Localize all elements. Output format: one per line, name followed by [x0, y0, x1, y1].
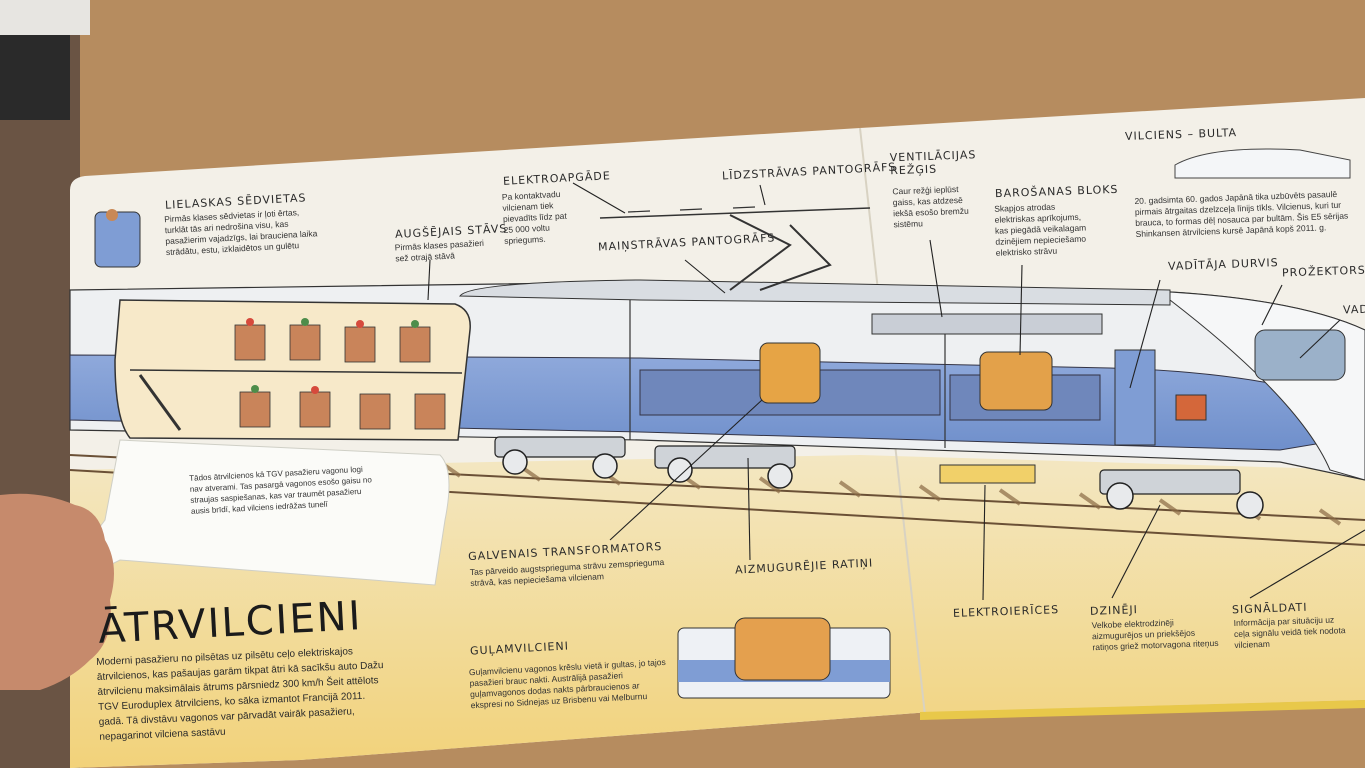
- seat-text: Pirmās klases sēdvietas ir ļoti ērtas, t…: [163, 207, 318, 258]
- engines-title: Dzinēji: [1089, 603, 1139, 618]
- sleeper-text: Guļamvilcienu vagonos krēslu vietā ir gu…: [468, 656, 666, 711]
- power-block-text: Skapjos atrodas elektriskas aprīkojums, …: [994, 201, 1087, 258]
- engines-text: Velkobe elektrodzinēji aizmugurējos un p…: [1091, 617, 1219, 653]
- signal-text: Informācija par situāciju uz ceļa signāl…: [1233, 614, 1346, 650]
- main-text: Moderni pasažieru no pilsētas uz pilsētu…: [96, 646, 384, 743]
- hand: [0, 493, 114, 690]
- bullet-train-illustration: [1174, 148, 1351, 179]
- double-deck-cutaway: [114, 299, 471, 441]
- power-text: Pa kontaktvadu vilcienam tiek pievadīts …: [501, 188, 567, 246]
- signal-title: Signāldati: [1231, 600, 1308, 617]
- vent-title: Ventilācijas režģis: [889, 148, 977, 178]
- bullet-text: 20. gadsimta 60. gados Japānā tika uzbūv…: [1134, 188, 1349, 239]
- sleeper-car-illustration: [677, 617, 891, 699]
- vent-text: Caur režģi ieplūst gaiss, kas atdzesē ie…: [892, 184, 969, 230]
- seat-illustration: [94, 209, 141, 268]
- cab-edge-title: Vadī: [1342, 302, 1365, 317]
